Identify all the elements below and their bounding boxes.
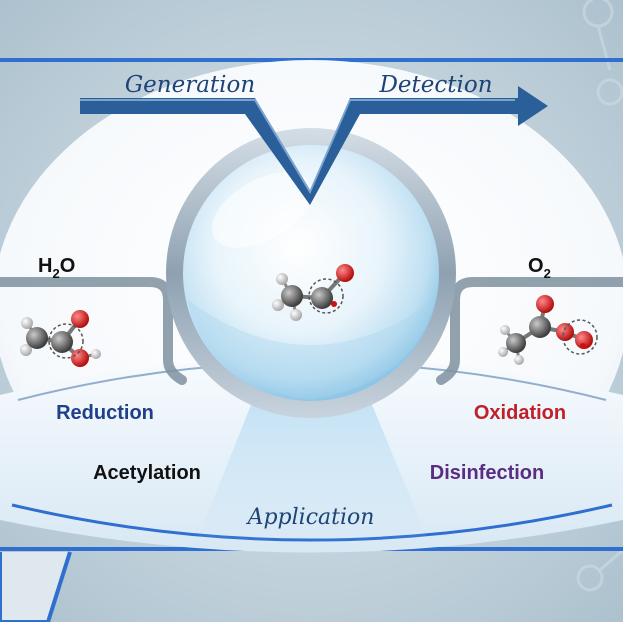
water-label: H2O (38, 255, 75, 281)
oxidation-label: Oxidation (474, 402, 566, 424)
left-connector-bar (0, 277, 187, 385)
peroxyacetyl-molecule-icon (498, 295, 598, 365)
reduction-label: Reduction (56, 402, 154, 424)
application-label: Application (246, 505, 375, 530)
right-connector-bar (436, 277, 623, 385)
sphere-reflection (188, 300, 434, 400)
sphere-highlight (212, 172, 312, 248)
detection-label: Detection (378, 72, 492, 98)
speech-tail (0, 551, 72, 622)
arrow-highlight (80, 99, 515, 195)
disinfection-label: Disinfection (430, 462, 544, 484)
background-molecule-decoration (576, 0, 623, 592)
acetyl-radical-molecule-icon (272, 264, 354, 321)
acetylation-label: Acetylation (93, 462, 201, 484)
generation-label: Generation (125, 72, 255, 98)
acetyl-reduction-molecule-icon (20, 310, 101, 367)
oxygen-label: O2 (528, 255, 551, 281)
light-beam (195, 395, 430, 545)
